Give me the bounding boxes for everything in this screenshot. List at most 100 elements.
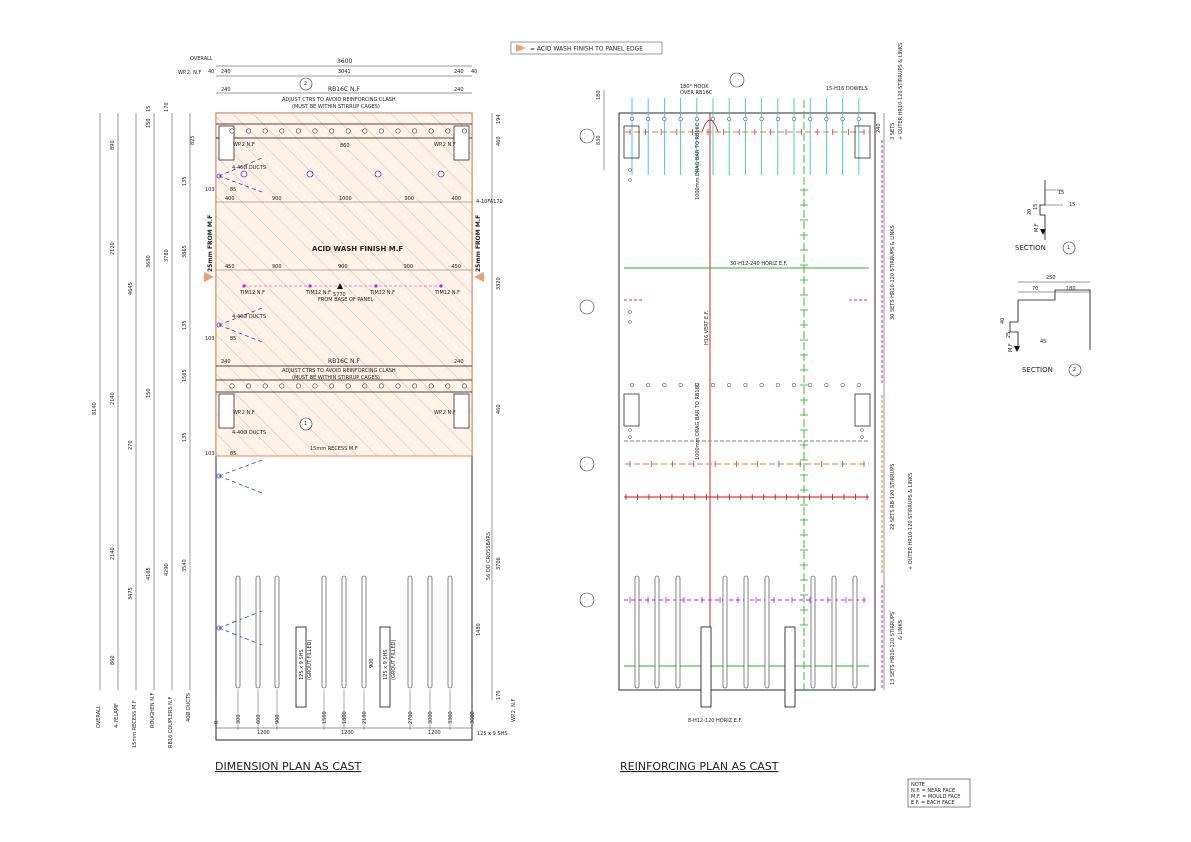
hole-icon [628, 320, 632, 324]
crossbar-icon [321, 575, 327, 689]
left-small: 85 [230, 451, 236, 457]
left-col1: 890 [110, 140, 116, 150]
hole-icon [840, 116, 845, 122]
tim12-label: TIM12 N.F [369, 290, 395, 296]
left-small: 85 [230, 336, 236, 342]
hole-icon [678, 382, 683, 388]
coupler-icon [329, 383, 335, 389]
shs-post-left [295, 626, 307, 708]
tim12-mark [439, 284, 443, 288]
crossbar-icon [654, 575, 660, 689]
acid-edge-arrow-right-icon [474, 272, 484, 282]
dim-40-left: 40 [208, 69, 214, 75]
ferrule-icon [240, 170, 248, 178]
row-dim-value: 450 [225, 264, 235, 270]
right-240: 240 [876, 123, 882, 133]
section2-dim-label: 40 [1000, 318, 1006, 324]
hole-icon [824, 382, 829, 388]
duct-icon [216, 625, 222, 631]
tag-circle-icon [579, 299, 595, 315]
tim12-mark [374, 284, 378, 288]
coupler-icon [279, 383, 285, 389]
hole-icon [727, 382, 732, 388]
left-small: 103 [205, 187, 215, 193]
hole-icon [694, 382, 699, 388]
rb-mid-240-left: 240 [221, 359, 231, 365]
crossbar-icon [427, 575, 433, 689]
wp2-box-br [453, 393, 470, 429]
section2-tag-icon [1068, 363, 1082, 377]
left-small: 103 [205, 336, 215, 342]
mf-arrow-icon [1014, 346, 1020, 352]
bottom-label: 40Ø DUCTS [185, 693, 192, 722]
hole-icon [791, 116, 797, 122]
coupler-icon [312, 128, 318, 134]
tick-label: 1800 [342, 711, 348, 724]
left-col5: 3540 [182, 559, 188, 572]
dimension-plan: TIM12 N.F TIM12 N.F TIM12 N.F TIM12 N.F … [92, 56, 517, 773]
right-dim: 1480 [476, 623, 482, 636]
tick-label: 600 [256, 714, 262, 724]
duct-group-4 [216, 610, 263, 646]
note-line: M.F. = MOULD FACE [911, 794, 960, 800]
tim12-label: TIM12 N.F [305, 290, 331, 296]
centroid-value: 5770 [333, 292, 346, 298]
small-dim: 900 [369, 658, 375, 668]
coupler-icon [345, 128, 351, 134]
dim-240-right: 240 [454, 69, 464, 75]
tag-circle-icon [579, 128, 595, 144]
left-small: 15 [146, 106, 152, 112]
note-line: NOTE [911, 782, 925, 788]
left-col3: 3630 [146, 255, 152, 268]
wp2-label-tl: WP.2 N.F [233, 142, 255, 148]
row-dim-value: 450 [452, 264, 462, 270]
bottom-label: 15mm RECESS M.F [132, 700, 138, 748]
tag-circle-icon [579, 456, 595, 472]
right-dim: 3706 [496, 557, 502, 570]
right-22b: + OUTER HR10-120 STIRRUPS & LINKS [908, 473, 914, 570]
hole-icon [710, 382, 716, 388]
coupler-icon [262, 128, 268, 134]
left-col1: 2120 [110, 242, 116, 255]
crossbar-icon [764, 575, 770, 689]
note-box: NOTE N.F. = NEAR FACE M.F. = MOULD FACE … [907, 778, 971, 808]
hole-icon [856, 116, 861, 122]
reinf-shs-left [700, 626, 712, 708]
coupler-icon [445, 383, 451, 389]
tick-label: 3000 [428, 711, 434, 724]
bottom-labels: OVERALL 4-7ELAMF 15mm RECESS M.F ROUGHEN… [96, 692, 192, 748]
coupler-icon [378, 383, 384, 389]
bottom-label: RB16 COUPLERS N.F [168, 697, 174, 748]
top-dimensions: OVERALL 3600 WP.2, N.F 40 240 3041 240 4… [178, 56, 477, 110]
right-outer: + OUTER HR10-120 STIRRUPS & LINKS [898, 43, 904, 140]
span-label: 1200 [257, 730, 270, 736]
section1-dim-label: 15 [1058, 190, 1064, 196]
right-13: 13 SETS HR10-120 STIRRUPS [890, 612, 896, 685]
hook-label-1: 180° HOOK [680, 84, 709, 90]
reinf-box-mr [854, 393, 871, 427]
section-tag: 2 [304, 81, 307, 87]
tick-label: 3300 [448, 711, 454, 724]
hole-icon [628, 428, 632, 432]
rb16c-mid-label: RB16C N.F [328, 358, 360, 365]
reinf-box-tl [623, 125, 640, 159]
crossbar-icon [447, 575, 453, 689]
dowels-label: 15-H16 DOWELS [826, 86, 868, 92]
coupler-icon [362, 128, 368, 134]
left-col1: 860 [110, 655, 116, 665]
wp2-label-br: WP.2 N.F [434, 410, 456, 416]
crossbar-icon [852, 575, 858, 689]
right-30: 30 SETS HR10-120 STIRRUPS & LINKS [890, 225, 896, 320]
section2-dim-label: 250 [1046, 275, 1056, 281]
right-dim: 3320 [496, 277, 502, 290]
section-tag-1-icon [299, 417, 313, 431]
coupler-icon [312, 383, 318, 389]
tag-circle-icon [729, 72, 745, 88]
hole-icon [856, 382, 861, 388]
hole-icon [860, 435, 864, 439]
hole-icon [646, 116, 651, 122]
crossbar-icon [407, 575, 413, 689]
left-col4: 3780 [164, 249, 170, 262]
